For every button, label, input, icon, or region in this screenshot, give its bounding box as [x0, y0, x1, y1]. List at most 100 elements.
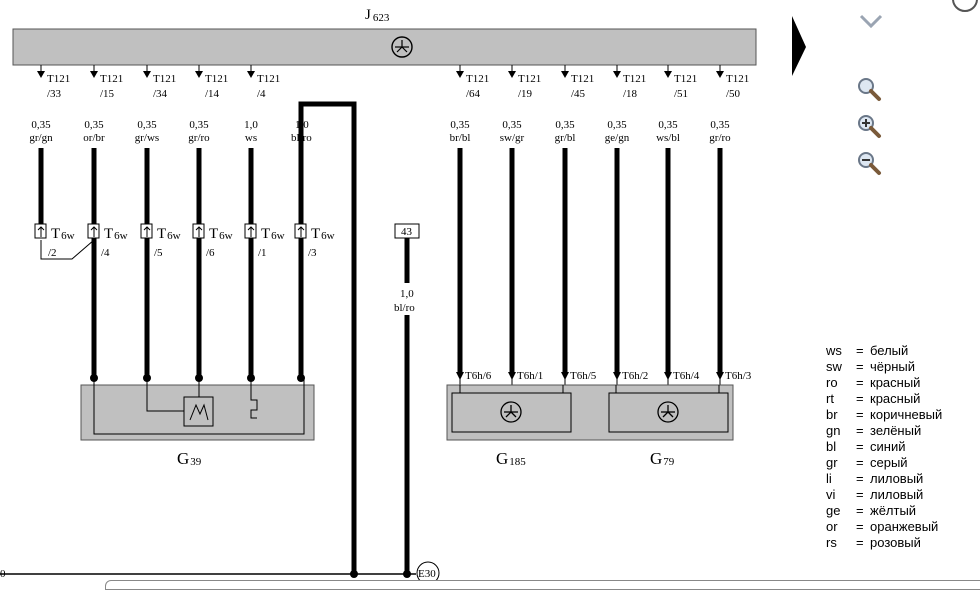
- legend-equals: =: [856, 455, 864, 470]
- legend-color-name: чёрный: [870, 359, 916, 374]
- play-arrow-icon[interactable]: [792, 16, 808, 78]
- legend-color-name: серый: [870, 455, 908, 470]
- pin-number: /15: [100, 88, 115, 100]
- pin-connector: T121: [518, 73, 541, 85]
- chevron-down-icon[interactable]: [858, 8, 884, 34]
- legend-equals: =: [856, 519, 864, 534]
- legend-color-name: коричневый: [870, 407, 943, 422]
- module-ground-symbol: [391, 36, 413, 58]
- legend-code: or: [826, 519, 838, 534]
- pin-arrow: [143, 71, 151, 78]
- wire-color: gr/ro: [709, 132, 731, 144]
- bottom-panel-edge: [105, 580, 980, 590]
- pin-arrow: [664, 372, 672, 380]
- pin-number: /19: [518, 88, 533, 100]
- legend-equals: =: [856, 535, 864, 550]
- connector-t6w-label: T6w: [51, 226, 75, 242]
- legend-code: gr: [826, 455, 838, 470]
- legend-color-name: зелёный: [870, 423, 922, 438]
- component-g185-g79-leads: [459, 385, 720, 393]
- zoom-in-icon[interactable]: [856, 113, 882, 139]
- legend-code: rs: [826, 535, 837, 550]
- legend-row: bl=синий: [826, 439, 942, 455]
- legend-equals: =: [856, 391, 864, 406]
- pin-connector: T121: [47, 73, 70, 85]
- zoom-out-icon[interactable]: [856, 150, 882, 176]
- legend-equals: =: [856, 471, 864, 486]
- legend-equals: =: [856, 359, 864, 374]
- wire-gauge: 1,0: [244, 119, 258, 131]
- wire-color: gr/gn: [29, 132, 53, 144]
- connector-t6w-pin: /6: [206, 247, 215, 259]
- ground-wire: [298, 101, 357, 574]
- legend-code: vi: [826, 487, 836, 502]
- legend-color-name: синий: [870, 439, 906, 454]
- connector-t6w-pin: /3: [308, 247, 317, 259]
- legend-color-name: белый: [870, 343, 909, 358]
- legend-color-name: жёлтый: [870, 503, 917, 518]
- legend-code: gn: [826, 423, 841, 438]
- pin-number: /18: [623, 88, 638, 100]
- connector-t6h-label: T6h/2: [622, 370, 648, 382]
- legend-equals: =: [856, 439, 864, 454]
- pin-connector: T121: [153, 73, 176, 85]
- legend-row: ro=красный: [826, 375, 942, 391]
- pin-connector: T121: [205, 73, 228, 85]
- wire-gauge: 0,35: [450, 119, 470, 131]
- wire-color: gr/ro: [188, 132, 210, 144]
- legend-code: ge: [826, 503, 841, 518]
- legend-code: sw: [826, 359, 842, 374]
- g79-ground-symbol: [657, 401, 679, 423]
- wire-gauge: 0,35: [137, 119, 157, 131]
- pin-connector: T121: [726, 73, 749, 85]
- box-43-label: 43: [401, 226, 413, 238]
- legend-row: br = коричневый: [826, 407, 942, 423]
- legend-row: li=лиловый: [826, 471, 942, 487]
- wire-color: ws: [245, 132, 257, 144]
- connector-t6w-pin: /1: [258, 247, 267, 259]
- wire-color: or/br: [83, 132, 105, 144]
- legend-equals: =: [856, 375, 864, 390]
- legend-row: vi = лиловый: [826, 487, 942, 503]
- wire-color: ws/bl: [656, 132, 680, 144]
- pin-arrow: [561, 372, 569, 380]
- pin-arrow: [456, 71, 464, 78]
- legend-color-name: лиловый: [870, 487, 924, 502]
- wire-gauge: 0,35: [710, 119, 730, 131]
- legend-row: sw = чёрный: [826, 359, 942, 375]
- legend-equals: =: [856, 487, 864, 502]
- legend-equals: =: [856, 407, 864, 422]
- wire-color: br/bl: [450, 132, 471, 144]
- wire-color: ge/gn: [605, 132, 630, 144]
- wire-gauge: 0,35: [607, 119, 627, 131]
- connector-t6h-label: T6h/5: [570, 370, 597, 382]
- wire-gauge: 0,35: [84, 119, 104, 131]
- legend-color-name: красный: [870, 375, 921, 390]
- legend-row: or = оранжевый: [826, 519, 942, 535]
- ground-junction-2: [403, 570, 411, 578]
- ground-wire-color: bl/ro: [291, 132, 312, 144]
- legend-color-name: лиловый: [870, 471, 924, 486]
- g185-ground-symbol: [500, 401, 522, 423]
- ground-line-label: 0: [0, 568, 6, 580]
- connector-t6w-label: T6w: [311, 226, 335, 242]
- wire-gauge: 0,35: [658, 119, 678, 131]
- pin-connector: T121: [674, 73, 697, 85]
- wire-gauge: 0,35: [502, 119, 522, 131]
- legend-code: br: [826, 407, 838, 422]
- legend-color-name: оранжевый: [870, 519, 939, 534]
- pin-arrow: [508, 372, 516, 380]
- pin-arrow: [456, 372, 464, 380]
- ground-wire-gauge: 1,0: [295, 119, 309, 131]
- pin-arrow: [613, 71, 621, 78]
- search-icon[interactable]: [856, 76, 882, 102]
- connector-t6w-pin: /5: [154, 247, 163, 259]
- legend-color-name: розовый: [870, 535, 921, 550]
- legend-equals: =: [856, 503, 864, 518]
- pin-number: /14: [205, 88, 220, 100]
- pin-arrow: [716, 71, 724, 78]
- pin-arrow: [247, 71, 255, 78]
- connector-t6h-label: T6h/4: [673, 370, 700, 382]
- component-g185-label: G185: [496, 449, 526, 468]
